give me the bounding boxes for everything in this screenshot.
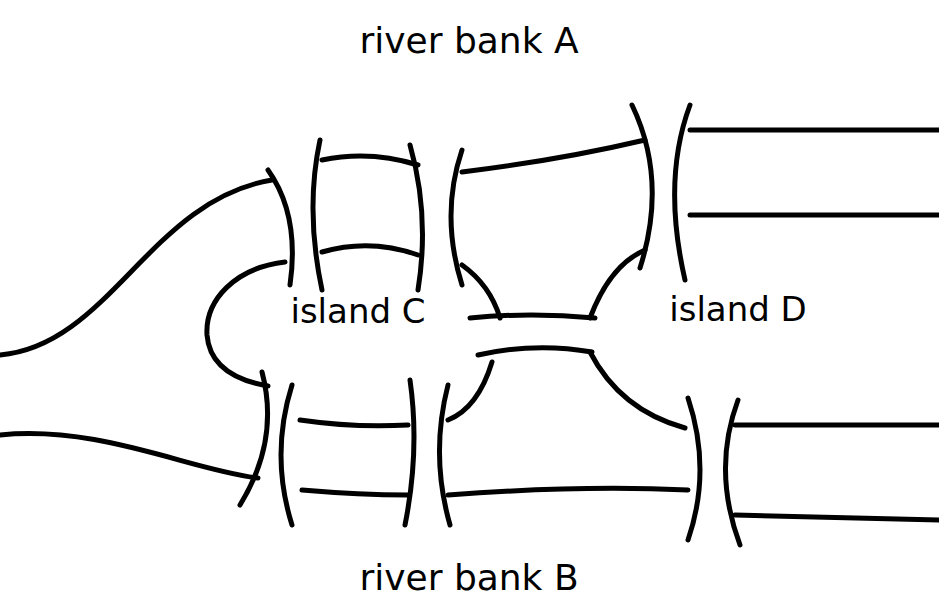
river-bank-line xyxy=(448,488,688,495)
island-label: island D xyxy=(663,288,813,331)
river-bank-line xyxy=(0,434,258,478)
bridge xyxy=(688,398,740,545)
island-outline xyxy=(207,262,285,386)
river-bank-line xyxy=(690,213,939,218)
river-bank-line xyxy=(322,156,418,165)
river-bank-line xyxy=(302,490,408,495)
bridge xyxy=(240,372,292,525)
bank-label: river bank A xyxy=(309,18,629,63)
island-outline xyxy=(590,250,645,318)
bridge xyxy=(470,315,595,355)
island-outline xyxy=(462,265,500,318)
island-outline xyxy=(322,246,418,255)
bridge xyxy=(632,105,690,280)
bridge xyxy=(268,140,322,290)
river-bank-line xyxy=(462,140,645,172)
island-label: island C xyxy=(283,290,433,333)
river-bank-line xyxy=(0,180,272,355)
island-outline xyxy=(448,362,492,420)
river-bank-line xyxy=(690,128,939,133)
bank-label: river bank B xyxy=(309,555,629,600)
river-bank-line xyxy=(735,515,939,520)
bridge xyxy=(410,145,462,290)
bridge xyxy=(405,380,450,525)
river-bank-line xyxy=(735,423,939,428)
island-outline xyxy=(590,352,685,428)
island-outline xyxy=(300,420,408,426)
